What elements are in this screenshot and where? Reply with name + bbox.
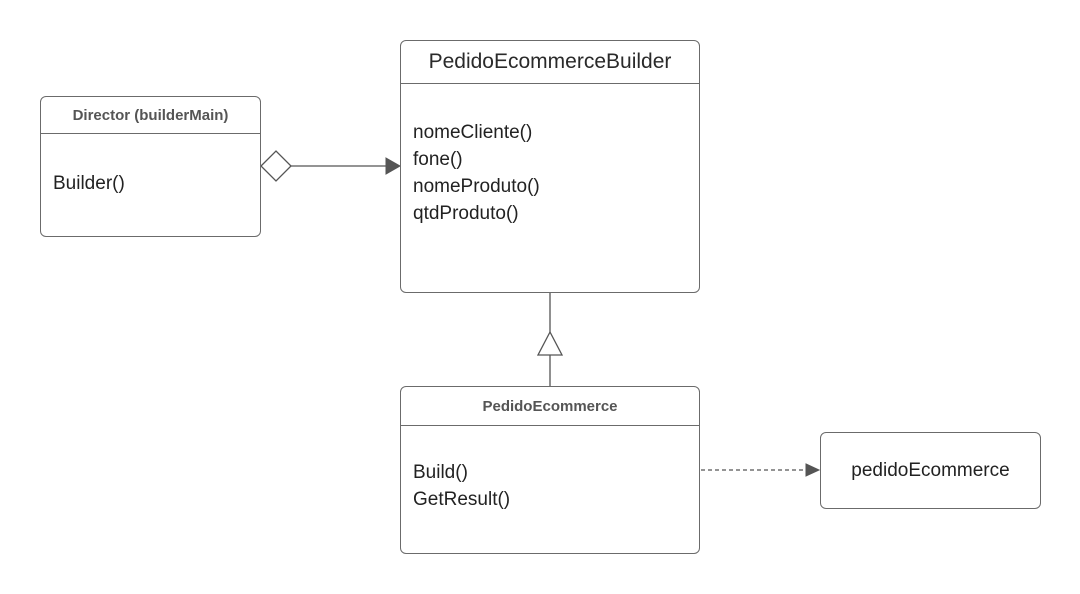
builder-class-box[interactable]: PedidoEcommerceBuilder nomeCliente() fon… — [400, 40, 700, 293]
aggregation-connector — [260, 150, 402, 182]
director-method-builder: Builder() — [53, 173, 125, 194]
director-class-title: Director (builderMain) — [41, 97, 260, 134]
builder-class-title: PedidoEcommerceBuilder — [401, 41, 699, 84]
product-method-build: Build() — [413, 462, 468, 483]
builder-method-fone: fone() — [413, 149, 463, 170]
dependency-connector — [701, 463, 821, 477]
builder-method-qtd-produto: qtdProduto() — [413, 203, 519, 224]
aggregation-arrowhead — [385, 157, 402, 175]
product-method-get-result: GetResult() — [413, 489, 511, 510]
product-class-box[interactable]: PedidoEcommerce Build() GetResult() — [400, 386, 700, 554]
generalization-connector — [536, 293, 564, 386]
product-methods: Build() GetResult() — [401, 426, 699, 513]
product-class-title: PedidoEcommerce — [401, 387, 699, 426]
builder-method-nome-cliente: nomeCliente() — [413, 122, 533, 143]
generalization-triangle — [536, 330, 564, 356]
dependency-arrowhead — [805, 463, 821, 477]
result-object-label: pedidoEcommerce — [851, 459, 1010, 481]
aggregation-diamond — [260, 150, 292, 182]
builder-methods: nomeCliente() fone() nomeProduto() qtdPr… — [401, 84, 699, 227]
director-methods: Builder() — [41, 134, 260, 197]
director-class-box[interactable]: Director (builderMain) Builder() — [40, 96, 261, 237]
builder-method-nome-produto: nomeProduto() — [413, 176, 540, 197]
result-object-box[interactable]: pedidoEcommerce — [820, 432, 1041, 509]
